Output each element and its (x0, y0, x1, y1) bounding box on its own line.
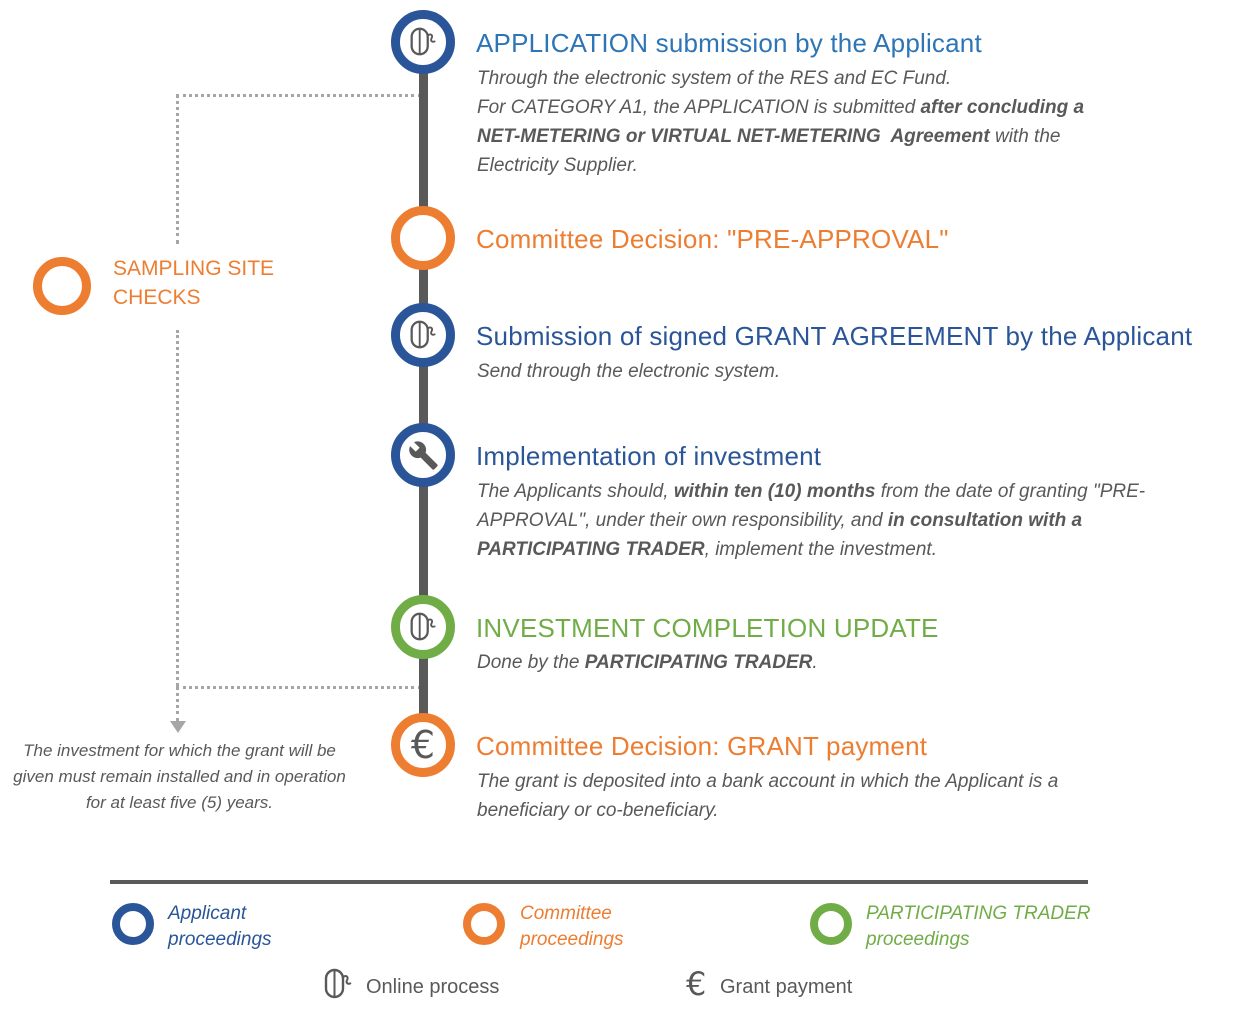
step-1-desc-run-2: with the Electricity Supplier. (477, 126, 1066, 176)
step-4-node (391, 423, 455, 487)
step-4-desc-run-2: from the date of granting "PRE-APPROVAL"… (477, 481, 1146, 531)
euro-icon: € (686, 965, 707, 1003)
retention-note: The investment for which the grant will … (13, 741, 346, 812)
legend-committee-circle-icon (463, 903, 505, 945)
dotted-arrow-head-icon (170, 721, 186, 733)
legend-online-icon-wrap (320, 966, 356, 1007)
step-3-desc-run-0: Send through the electronic system. (477, 361, 781, 382)
mouse-icon (410, 612, 436, 641)
step-1-description: Through the electronic system of the RES… (477, 64, 1122, 180)
mouse-icon (410, 27, 436, 56)
step-5-desc-run-1: PARTICIPATING TRADER (584, 652, 813, 673)
legend-trader-circle-icon (810, 903, 852, 945)
step-5-description: Done by the PARTICIPATING TRADER. (477, 648, 1097, 677)
sampling-site-checks-label: SAMPLING SITE CHECKS (113, 257, 275, 309)
step-2-node (391, 206, 455, 270)
legend-grant-label: Grant payment (720, 976, 853, 998)
step-5-title: INVESTMENT COMPLETION UPDATE (476, 613, 939, 643)
step-6-title: Committee Decision: GRANT payment (476, 731, 928, 761)
step-6-description: The grant is deposited into a bank accou… (477, 767, 1147, 825)
dotted-arrow-shaft (176, 686, 179, 722)
legend-committee-label: Committee proceedings (520, 903, 624, 950)
step-5-desc-run-2: . (812, 652, 818, 673)
wrench-icon (408, 440, 438, 470)
step-2-title: Committee Decision: "PRE-APPROVAL" (476, 224, 949, 254)
mouse-icon (410, 320, 436, 349)
timeline-bar (419, 42, 428, 745)
step-1-desc-run-0: Through the electronic system of the RES… (477, 68, 952, 118)
step-3-description: Send through the electronic system. (477, 357, 1097, 386)
dotted-connector-bottom (176, 686, 421, 689)
step-3-title: Submission of signed GRANT AGREEMENT by … (476, 321, 1193, 351)
step-1-node (391, 10, 455, 74)
step-4-desc-run-3: in consultation with a PARTICIPATING TRA… (477, 510, 1088, 560)
step-4-desc-run-0: The Applicants should, (477, 481, 674, 502)
legend-online-label: Online process (366, 976, 500, 998)
sampling-site-checks-circle-icon (33, 257, 91, 315)
step-4-desc-run-1: within ten (10) months (673, 481, 876, 502)
step-6-desc-run-0: The grant is deposited into a bank accou… (477, 771, 1064, 821)
step-1-title: APPLICATION submission by the Applicant (476, 28, 982, 58)
dotted-connector-top (176, 94, 421, 97)
step-4-description: The Applicants should, within ten (10) m… (477, 477, 1177, 564)
mouse-icon (324, 968, 352, 999)
step-3-node (391, 303, 455, 367)
dotted-connector-left-upper (176, 94, 179, 244)
step-4-title: Implementation of investment (476, 441, 822, 471)
step-5-desc-run-0: Done by the (477, 652, 585, 673)
legend-trader-label: PARTICIPATING TRADER proceedings (866, 903, 1091, 950)
step-4-desc-run-4: , implement the investment. (704, 539, 937, 560)
euro-icon: € (410, 723, 436, 767)
legend-applicant-circle-icon (112, 903, 154, 945)
step-6-node: € (391, 713, 455, 777)
step-5-node (391, 595, 455, 659)
legend-divider (110, 880, 1088, 884)
dotted-connector-left-lower (176, 330, 179, 686)
legend-applicant-label: Applicant proceedings (168, 903, 272, 950)
step-1-desc-run-1: after concluding a NET-METERING or VIRTU… (477, 97, 1090, 147)
